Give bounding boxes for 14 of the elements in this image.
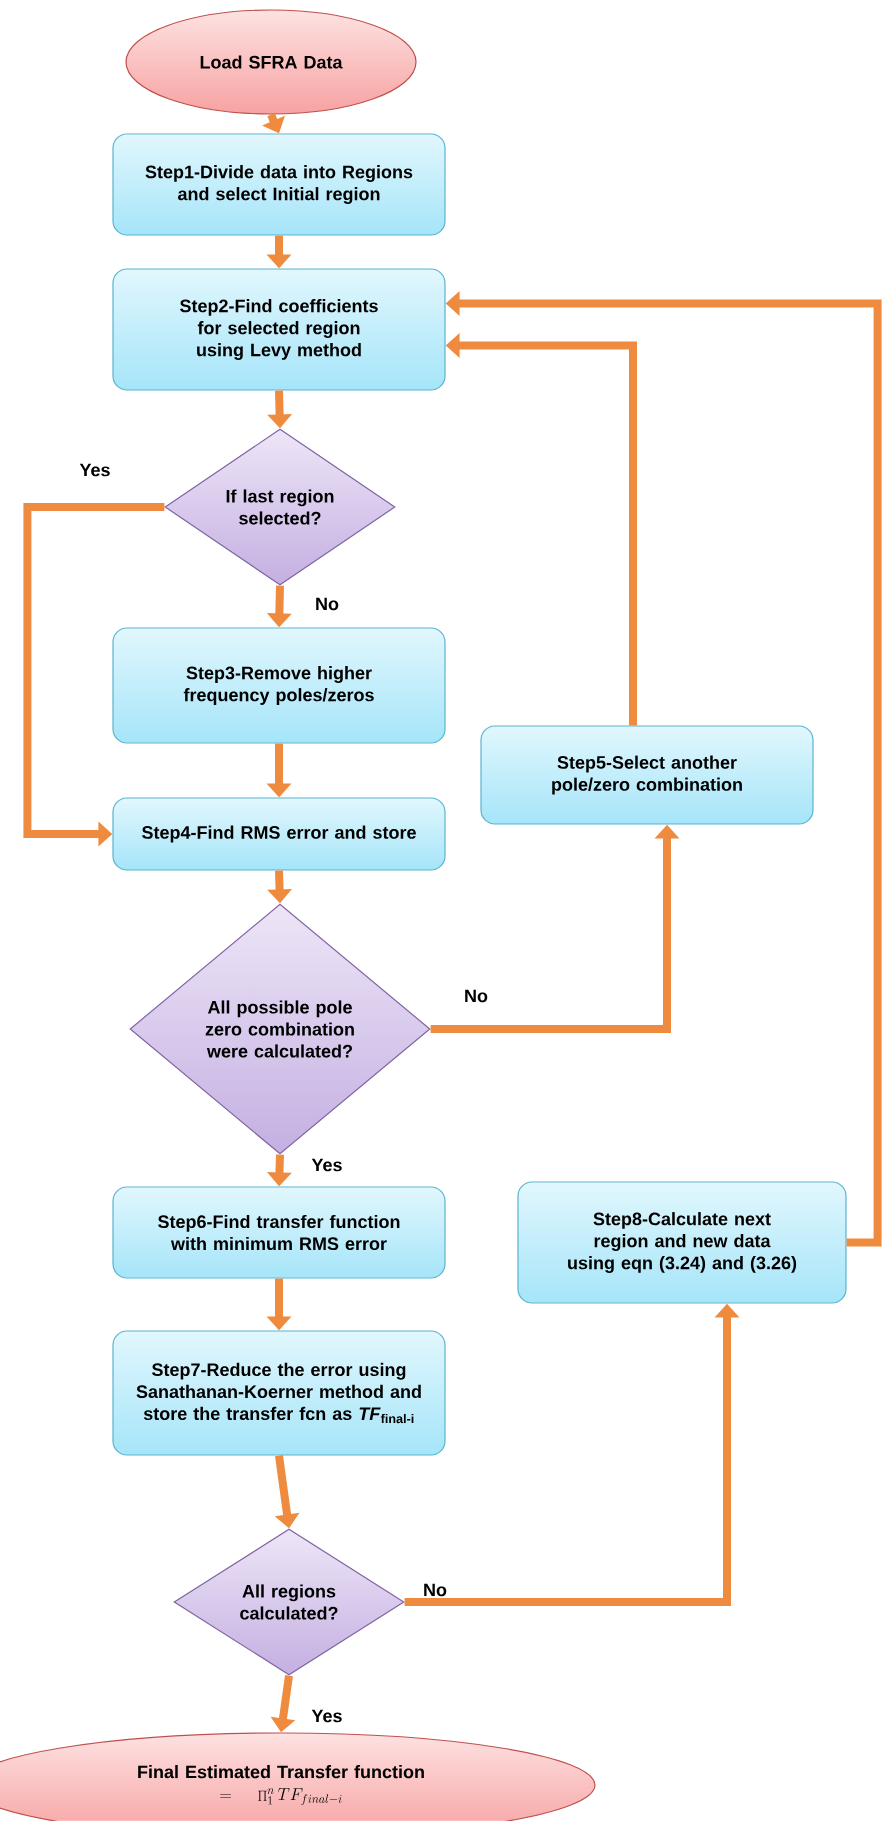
process-box: Step3-Remove higher frequency poles/zeros [112,627,446,744]
edge-label: No [422,1582,448,1598]
process-box: Step4-Find RMS error and store [112,797,446,871]
process-box: Step7-Reduce the error using Sanathanan-Koerner method and store the transfer fcn as TF$_{final-i}$ [112,1330,446,1456]
process-box: Step2-Find coefficients for selected region using Levy method [112,268,446,391]
process-box: Step6-Find transfer function with minimum RMS error [112,1186,446,1279]
process-box: Step8-Calculate next region and new data using eqn (3.24) and (3.26) [517,1181,847,1304]
edge-label: Yes [78,462,112,478]
edge-label: No [463,988,489,1004]
edge-label: Yes [310,1157,344,1173]
process-box: Step5-Select another pole/zero combination [480,725,814,825]
edge-label: No [314,596,340,612]
process-box: Step1-Divide data into Regions and select Initial region [112,133,446,236]
edge-label: Yes [310,1708,344,1724]
